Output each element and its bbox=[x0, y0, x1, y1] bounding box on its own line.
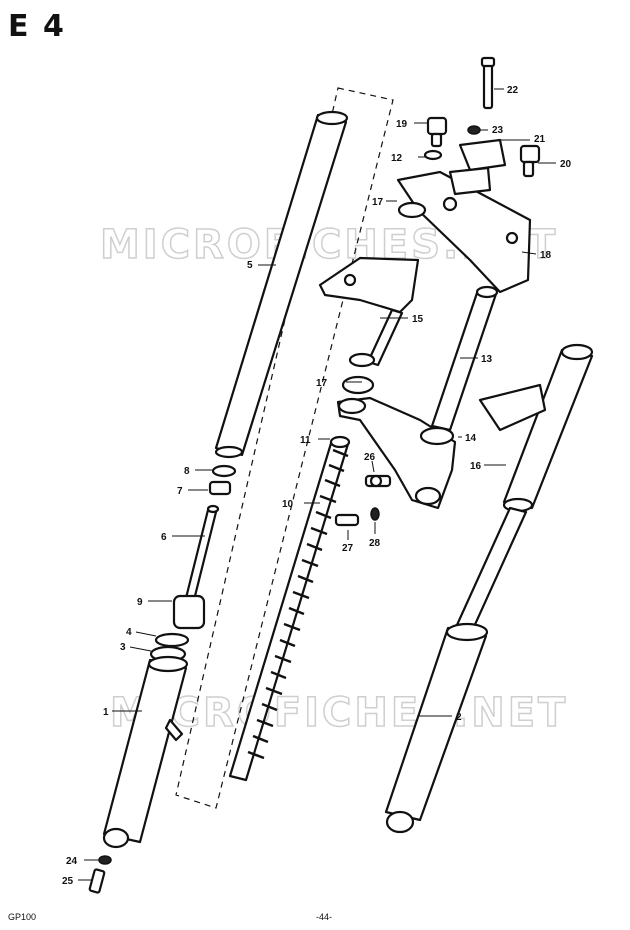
lower-washer-part bbox=[370, 507, 380, 521]
top-washer-part bbox=[423, 149, 443, 161]
top-bolt-left-part bbox=[426, 116, 448, 148]
callout-14: 14 bbox=[465, 433, 477, 444]
clamp-washer-part bbox=[467, 125, 481, 135]
callout-1: 1 bbox=[103, 707, 109, 718]
lower-bolt-part bbox=[334, 513, 360, 527]
callout-15: 15 bbox=[412, 314, 424, 325]
callout-6: 6 bbox=[161, 532, 167, 543]
outer-tube-left-part bbox=[102, 655, 189, 849]
callout-4: 4 bbox=[126, 627, 132, 638]
callout-25: 25 bbox=[62, 876, 74, 887]
callout-24: 24 bbox=[66, 856, 78, 867]
footer-model: GP100 bbox=[8, 912, 36, 922]
callout-27: 27 bbox=[342, 543, 354, 554]
callout-13: 13 bbox=[481, 354, 493, 365]
fork-tube-right-part bbox=[478, 343, 594, 513]
washer-bottom-part bbox=[98, 855, 112, 865]
callout-20: 20 bbox=[560, 159, 572, 170]
callout-17b: 17 bbox=[316, 378, 328, 389]
watermark-bottom: MICROFICHES.NET bbox=[110, 690, 568, 736]
steering-bearing-lower-part bbox=[341, 375, 375, 395]
callout-10: 10 bbox=[282, 499, 294, 510]
callout-7: 7 bbox=[177, 486, 183, 497]
callout-3: 3 bbox=[120, 642, 126, 653]
fork-spring-part bbox=[228, 435, 351, 782]
damper-rod-group bbox=[172, 464, 237, 630]
callout-18: 18 bbox=[540, 250, 552, 261]
callout-28: 28 bbox=[369, 538, 381, 549]
handlebar-clamp-part bbox=[448, 138, 507, 196]
lower-bracket-part bbox=[336, 396, 457, 510]
callout-21: 21 bbox=[534, 134, 546, 145]
callout-8: 8 bbox=[184, 466, 190, 477]
pinch-bolt-part bbox=[364, 474, 392, 488]
steering-stem-part bbox=[430, 285, 499, 432]
long-bolt-part bbox=[480, 56, 496, 110]
callout-2: 2 bbox=[456, 712, 462, 723]
callout-26: 26 bbox=[364, 452, 376, 463]
steering-bearing-upper-part bbox=[397, 201, 427, 219]
fork-tube-part bbox=[214, 110, 349, 459]
callout-12: 12 bbox=[391, 153, 403, 164]
top-bolt-right-part bbox=[519, 144, 541, 178]
callout-22: 22 bbox=[507, 85, 519, 96]
callout-11: 11 bbox=[300, 435, 311, 446]
headlight-bracket-part bbox=[318, 256, 420, 368]
callout-23: 23 bbox=[492, 125, 504, 136]
assembly-dashed-outline bbox=[175, 87, 394, 809]
callout-19: 19 bbox=[396, 119, 408, 130]
callout-5: 5 bbox=[247, 260, 253, 271]
leader-lines bbox=[78, 88, 556, 881]
oil-seal-ring-part bbox=[154, 632, 190, 648]
footer-page-number: -44- bbox=[316, 912, 332, 922]
callout-17a: 17 bbox=[372, 197, 384, 208]
callout-16: 16 bbox=[470, 461, 482, 472]
callout-9: 9 bbox=[137, 597, 143, 608]
outer-tube-right-part bbox=[384, 506, 528, 834]
page-title: E 4 bbox=[8, 9, 66, 44]
bolt-bottom-part bbox=[88, 868, 106, 894]
